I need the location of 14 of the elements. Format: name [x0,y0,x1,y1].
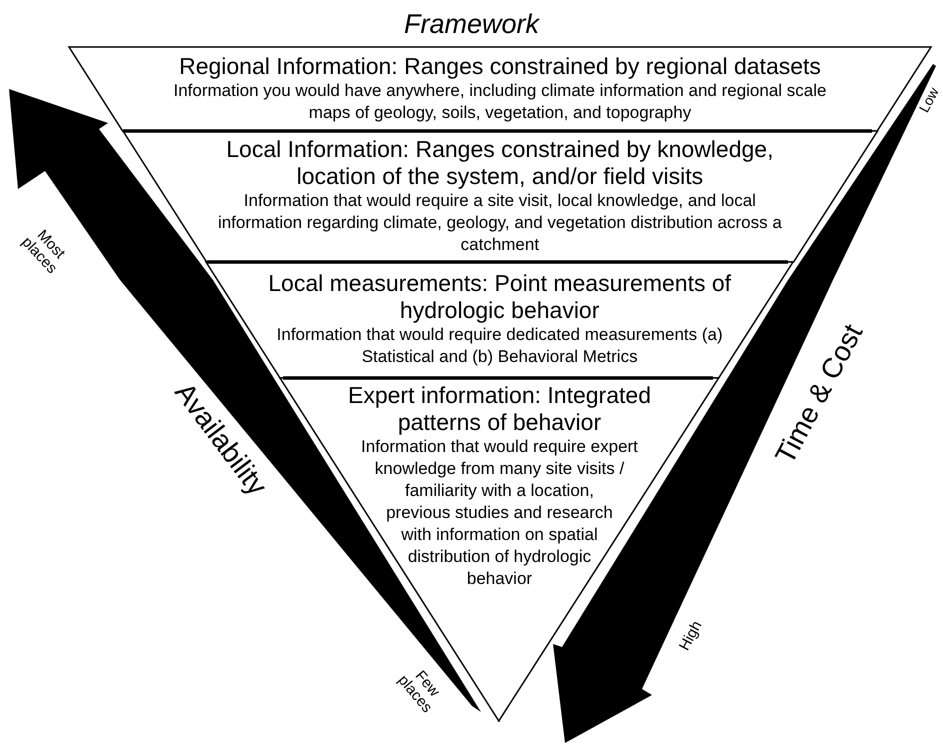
band-heading: Local measurements: Point measurements of hydrologic behavior [267,270,732,324]
arrow-end-label: Low [916,85,942,115]
triangle-band [122,131,878,262]
diagram-title: Framework [402,8,541,40]
band-description: Information you would have anywhere, including climate information and regional scale maps of geology, soils, vegetation, and topography [172,80,828,124]
band-description: Information that would require expert knowledge from many site visits / familiarity with a location, previous studies and research with information on spatial distribution of hydrologic behavior [360,436,639,590]
axis-label: Time & Cost [770,320,868,468]
arrow-end-label: High [676,618,706,654]
band-description: Information that would require a site visit, local knowledge, and local information regarding climate, geology, and vegetation distribution across a catchment [216,190,783,256]
triangle-band [206,262,794,378]
band-heading: Regional Information: Ranges constrained by regional datasets [178,53,822,80]
band-description: Information that would require dedicated measurements (a) Statistical and (b) Behavioral Metrics [276,324,724,368]
band-heading: Local Information: Ranges constrained by knowledge, location of the system, and/or field visits [225,136,774,190]
band-heading: Expert information: Integrated patterns of behavior [346,382,652,436]
